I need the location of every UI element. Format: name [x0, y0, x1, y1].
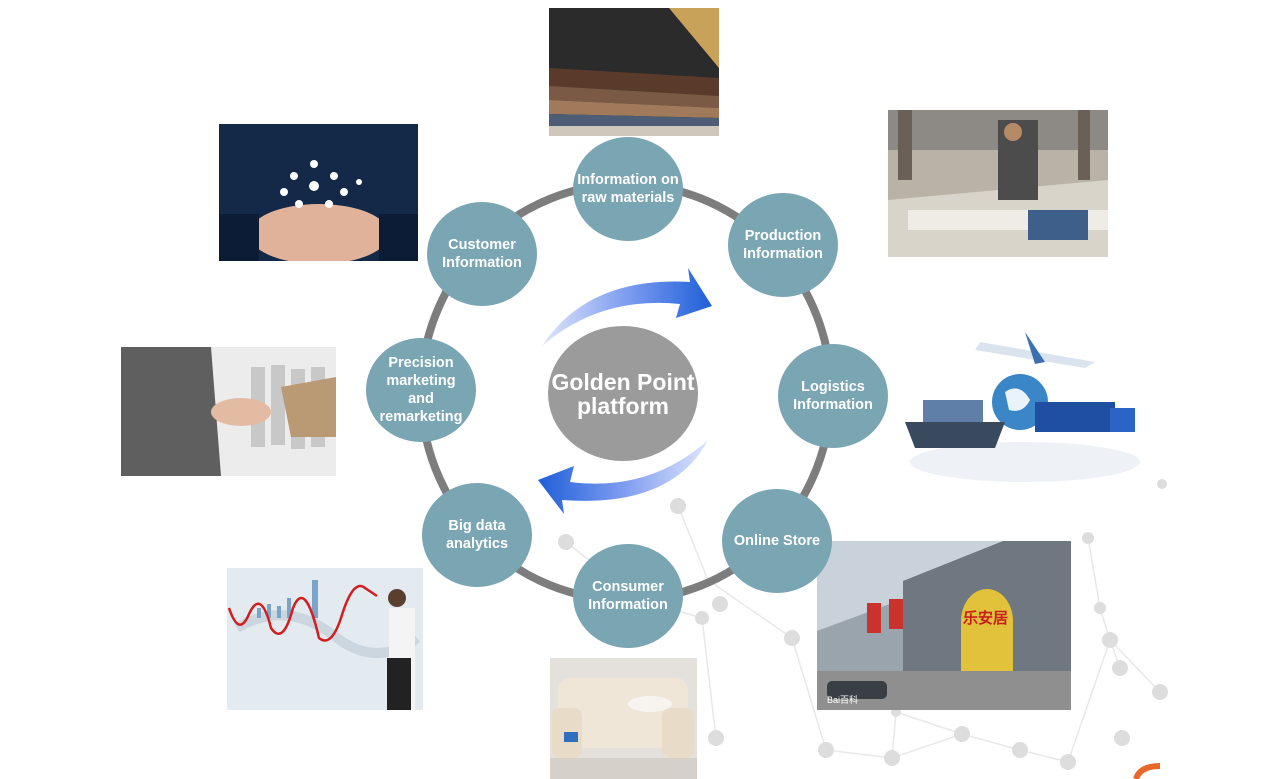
center-platform: Golden Point platform: [548, 326, 698, 461]
photo-data-chart-presenter: [227, 568, 423, 710]
node-raw-materials-information: Information on raw materials: [573, 137, 683, 241]
photo-workshop-worker: [888, 110, 1108, 257]
photo-recliner-sofa: [550, 658, 697, 779]
photo-cupped-hands-people: [219, 124, 418, 261]
node-logistics-information: Logistics Information: [778, 344, 888, 448]
photo-logistics-transport: [905, 322, 1140, 490]
photo-handshake: [121, 347, 336, 476]
photo-store-building: 乐安居 Bai百科: [817, 541, 1071, 710]
node-customer-information: Customer Information: [427, 202, 537, 306]
node-big-data-analytics: Big data analytics: [422, 483, 532, 587]
arrow-clockwise-bottom: [538, 440, 708, 514]
node-online-store: Online Store: [722, 489, 832, 593]
photo-watermark: Bai百科: [827, 695, 859, 705]
node-precision-marketing: Precision marketing and remarketing: [366, 338, 476, 442]
corner-logo-fragment: [1133, 763, 1161, 779]
photo-leather-samples: [549, 8, 719, 136]
arrow-clockwise-top: [542, 268, 712, 346]
node-production-information: Production Information: [728, 193, 838, 297]
node-consumer-information: Consumer Information: [573, 544, 683, 648]
store-sign-text: 乐安居: [963, 609, 1009, 627]
